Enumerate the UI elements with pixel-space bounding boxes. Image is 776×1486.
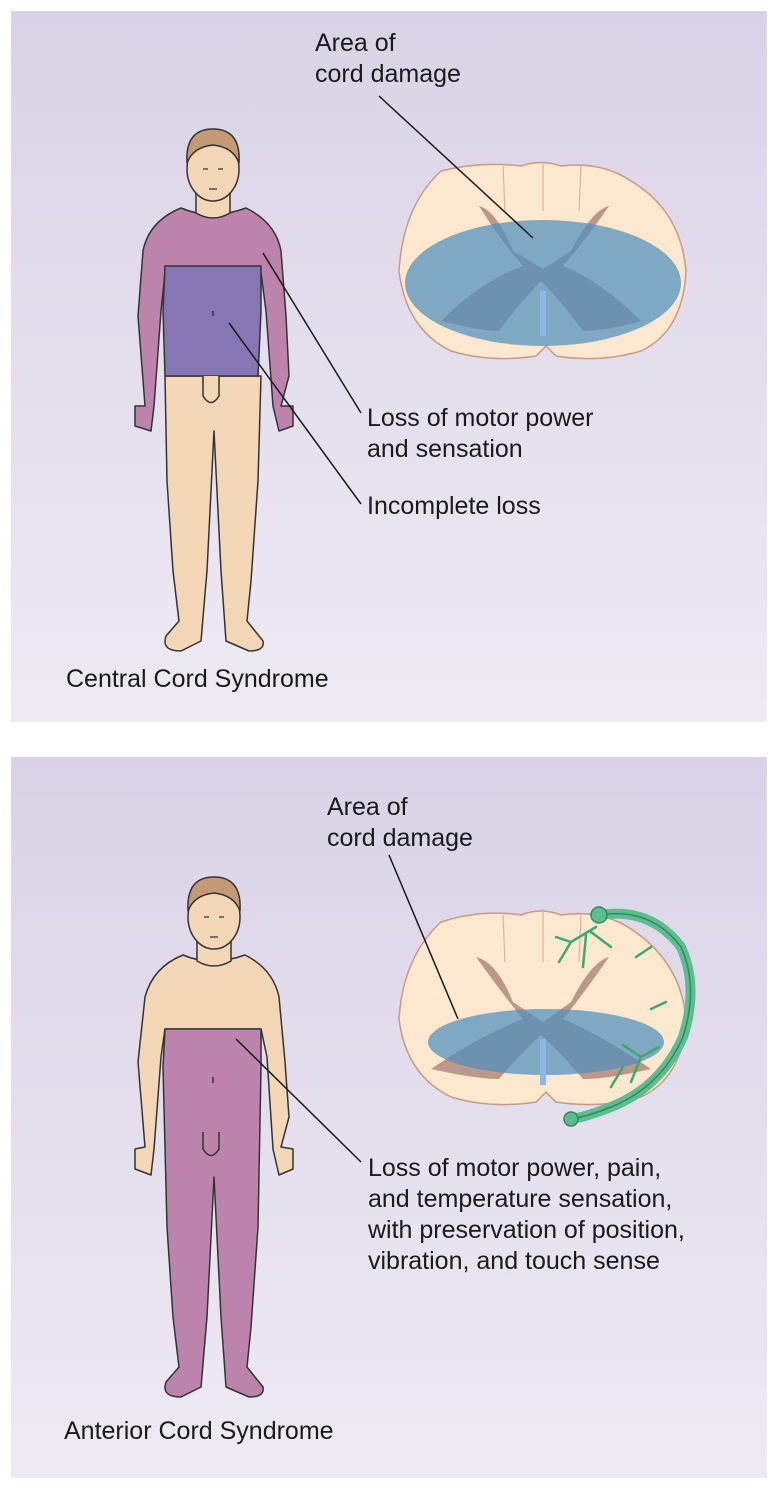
panel-background: [11, 757, 767, 1478]
incomplete-loss-label: Incomplete loss: [367, 492, 541, 520]
genitals: [202, 1132, 220, 1157]
hair: [187, 876, 241, 912]
panel-title: Anterior Cord Syndrome: [64, 1417, 334, 1445]
lower-body-loss: [162, 1028, 264, 1398]
area-of-cord-damage-label: Area of cord damage: [315, 29, 461, 88]
anterior-cord-panel: Area of cord damage Loss of motor power,…: [11, 757, 767, 1478]
upper-torso-total-loss: [134, 207, 294, 432]
legs: [164, 375, 264, 652]
spinal-artery: [554, 908, 696, 1124]
human-figure: [134, 128, 294, 652]
leader-lines: [228, 95, 534, 505]
central-cord-illustration: [11, 11, 767, 722]
trunk-incomplete-loss: [162, 265, 262, 377]
spinal-cord-cross-section: [398, 161, 687, 360]
central-cord-panel: Area of cord damage Loss of motor power …: [11, 11, 767, 722]
panel-background: [11, 11, 767, 722]
human-figure: [134, 876, 294, 1398]
hair: [186, 128, 240, 164]
spinal-cord-cross-section: [398, 906, 696, 1127]
motor-loss-label: Loss of motor power, pain, and temperatu…: [368, 1154, 685, 1275]
motor-loss-label: Loss of motor power and sensation: [367, 404, 594, 463]
panel-title: Central Cord Syndrome: [66, 665, 329, 693]
leader-lines: [235, 854, 459, 1163]
area-of-cord-damage-label: Area of cord damage: [327, 793, 473, 852]
anterior-cord-illustration: [11, 757, 767, 1478]
genitals: [202, 376, 220, 404]
damage-area: [405, 220, 681, 346]
